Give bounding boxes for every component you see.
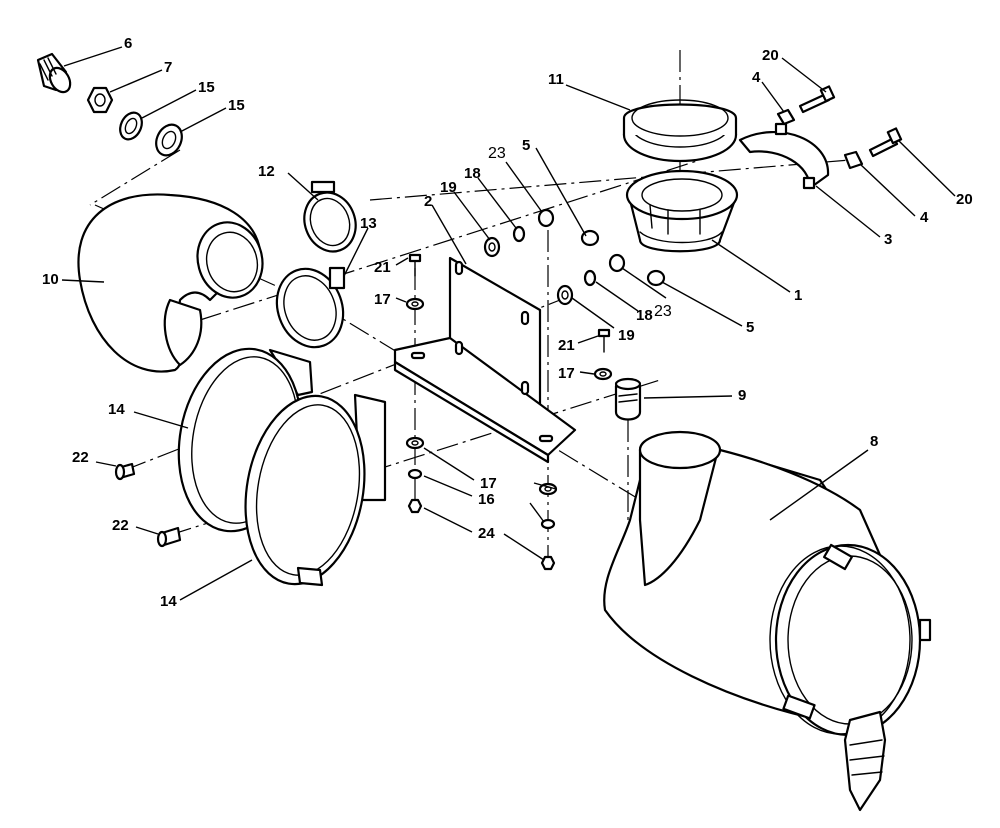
callout-16: 16 [478,491,495,508]
callout-21b: 21 [558,337,575,354]
screws-part-22 [114,462,182,548]
callout-17b: 17 [558,365,575,382]
callout-23b: 23 [654,303,672,320]
callout-19a: 19 [440,179,457,196]
callout-17c: 17 [480,475,497,492]
callout-10: 10 [42,271,59,288]
callout-19b: 19 [618,327,635,344]
callout-11: 11 [548,71,564,88]
elbow-part-10 [77,193,264,373]
hex-nut-part-7 [86,86,114,114]
callout-8: 8 [870,433,878,450]
callout-15b: 15 [228,97,245,114]
clamp-part-13 [275,266,346,349]
callout-6: 6 [124,35,132,52]
callout-3: 3 [884,231,892,248]
callout-18a: 18 [464,165,481,182]
callout-12: 12 [258,163,275,180]
callout-13: 13 [360,215,377,232]
callout-21a: 21 [374,259,391,276]
adapter-part-1 [625,169,739,253]
air-cleaner-part-8 [603,430,932,812]
callout-5b: 5 [746,319,754,336]
washers-part-15 [119,111,183,157]
callout-4a: 4 [752,69,761,86]
bracket-part-2 [393,256,577,464]
band-clamp-lower-part-14 [244,393,387,587]
cap-part-9 [614,377,642,421]
callout-9: 9 [738,387,746,404]
ring-part-11 [622,99,738,163]
callout-14b: 14 [160,593,177,610]
callout-5a: 5 [522,137,530,154]
callout-22b: 22 [112,517,129,534]
callout-22a: 22 [72,449,89,466]
callout-17a: 17 [374,291,391,308]
callout-23a: 23 [488,145,506,162]
callout-2: 2 [424,193,432,210]
callout-4b: 4 [920,209,929,226]
callout-labels: 6 7 15 15 11 20 4 20 4 3 1 5 5 23 18 19 … [42,35,973,610]
callout-15a: 15 [198,79,215,96]
leader-lines [61,46,956,601]
callout-20a: 20 [762,47,779,64]
callout-7: 7 [164,59,172,76]
half-clamp-part-3 [738,122,830,190]
bolts-and-nuts-parts-4-20 [776,85,903,170]
hardware-group [405,208,666,571]
clamp-part-12 [303,180,357,253]
callout-1: 1 [794,287,802,304]
callout-20b: 20 [956,191,973,208]
fitting-part-6 [36,52,72,94]
callout-24: 24 [478,525,495,542]
callout-18b: 18 [636,307,653,324]
callout-14a: 14 [108,401,125,418]
